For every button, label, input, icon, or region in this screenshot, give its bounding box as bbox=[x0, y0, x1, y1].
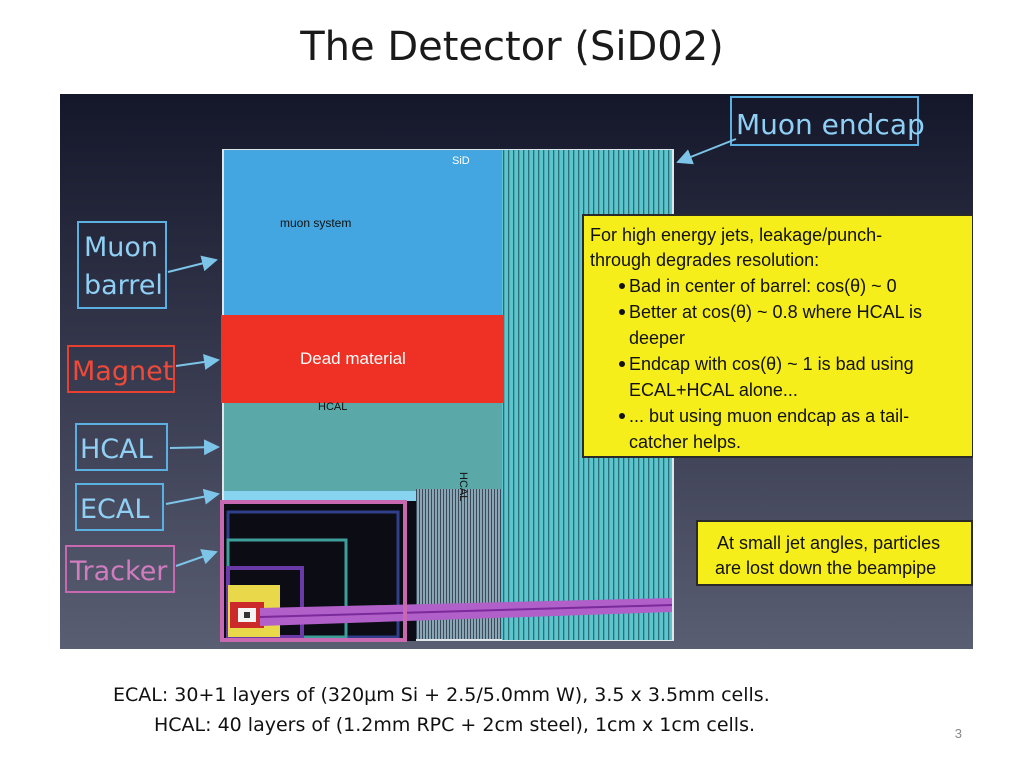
hcal-label: HCAL bbox=[318, 401, 347, 413]
note-bullet-3-line2: ECAL+HCAL alone... bbox=[629, 380, 798, 400]
slide-title: The Detector (SiD02) bbox=[300, 24, 724, 70]
dead-material-label: Dead material bbox=[300, 349, 406, 368]
note-bullet-2 bbox=[619, 309, 625, 315]
beampipe-note-line1: At small jet angles, particles bbox=[717, 533, 940, 553]
note-bullet-2-line1: Better at cos(θ) ~ 0.8 where HCAL is bbox=[629, 302, 922, 322]
callout-magnet-box bbox=[67, 345, 175, 393]
callout-muon-barrel-line1: Muon bbox=[84, 232, 158, 263]
note-bullet-4-line2: catcher helps. bbox=[629, 432, 741, 452]
callout-ecal-box bbox=[75, 483, 164, 531]
dead-material-block bbox=[221, 315, 504, 403]
note-intro-line1: For high energy jets, leakage/punch- bbox=[590, 225, 882, 245]
page-number: 3 bbox=[954, 726, 962, 741]
beampipe-axis bbox=[259, 604, 673, 618]
detector-diagram: SiD muon system Dead material HCAL HCAL … bbox=[60, 94, 973, 649]
muon-system-block bbox=[224, 150, 502, 315]
callout-magnet: Magnet bbox=[72, 356, 173, 387]
caption-hcal: HCAL: 40 layers of (1.2mm RPC + 2cm stee… bbox=[154, 714, 756, 736]
callout-ecal: ECAL bbox=[80, 494, 149, 525]
arrow-muon-endcap bbox=[676, 138, 737, 165]
tracker-highlight-box bbox=[220, 500, 407, 642]
arrow-ecal bbox=[165, 488, 220, 505]
note-box bbox=[582, 214, 973, 458]
note-bullet-4 bbox=[619, 413, 625, 419]
arrow-tracker bbox=[175, 549, 218, 567]
callout-tracker-box bbox=[65, 545, 175, 593]
note-bullet-1 bbox=[619, 283, 625, 289]
beampipe-note-box bbox=[696, 520, 973, 586]
ecal-band bbox=[224, 491, 502, 501]
arrow-muon-barrel bbox=[167, 255, 218, 273]
muon-system-label: muon system bbox=[280, 216, 351, 230]
note-bullet-1-line1: Bad in center of barrel: cos(θ) ~ 0 bbox=[629, 276, 897, 296]
callout-muon-endcap: Muon endcap bbox=[736, 108, 925, 141]
callout-muon-endcap-box bbox=[730, 96, 919, 146]
note-intro-line2: through degrades resolution: bbox=[590, 250, 819, 270]
beampipe-note-line2: are lost down the beampipe bbox=[715, 558, 936, 578]
callout-tracker: Tracker bbox=[69, 556, 168, 587]
callout-hcal: HCAL bbox=[80, 434, 153, 465]
hcal-vertical-label: HCAL bbox=[457, 472, 469, 501]
note-bullet-2-line2: deeper bbox=[629, 328, 685, 348]
vertex-center bbox=[244, 612, 250, 618]
hcal-block bbox=[224, 403, 502, 491]
arrow-magnet bbox=[175, 354, 220, 370]
arrow-hcal bbox=[169, 439, 220, 456]
note-bullet-4-line1: ... but using muon endcap as a tail- bbox=[629, 406, 909, 426]
note-bullet-3 bbox=[619, 361, 625, 367]
sid-label: SiD bbox=[452, 155, 470, 167]
caption-ecal: ECAL: 30+1 layers of (320µm Si + 2.5/5.0… bbox=[113, 684, 770, 706]
callout-hcal-box bbox=[75, 423, 168, 471]
note-bullet-3-line1: Endcap with cos(θ) ~ 1 is bad using bbox=[629, 354, 914, 374]
callout-muon-barrel-line2: barrel bbox=[84, 270, 163, 301]
callout-muon-barrel-box bbox=[77, 221, 167, 309]
